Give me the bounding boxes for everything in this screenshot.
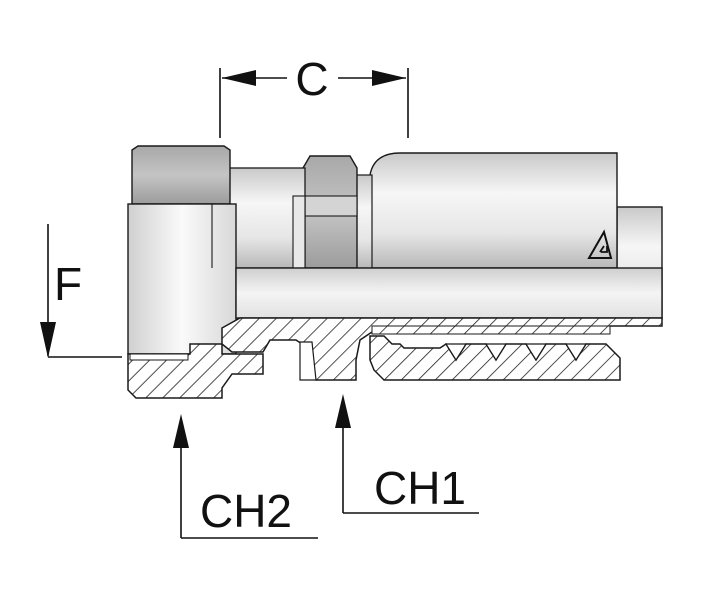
hex-ch1-flat bbox=[302, 195, 358, 217]
swivel-nut-ch2-top bbox=[131, 145, 231, 205]
dim-c-arrow-right bbox=[372, 70, 406, 86]
triangle-logo-icon bbox=[587, 229, 613, 259]
ch2-arrow bbox=[173, 414, 189, 448]
body-neck bbox=[228, 167, 306, 269]
dimension-ch2: CH2 bbox=[173, 414, 318, 539]
serrations bbox=[444, 343, 588, 362]
dimension-f: F bbox=[40, 224, 122, 358]
dimension-c: C bbox=[219, 53, 409, 138]
tube-wall-section bbox=[371, 325, 611, 335]
neck-shoulder bbox=[292, 195, 306, 269]
ch1-arrow bbox=[335, 394, 351, 428]
fitting-section bbox=[127, 317, 663, 399]
nut-relief bbox=[129, 353, 189, 361]
ch2-label: CH2 bbox=[200, 485, 292, 537]
bore-band bbox=[235, 267, 663, 319]
groove-gap bbox=[299, 341, 317, 381]
dim-c-arrow-left bbox=[222, 70, 256, 86]
ferrule-sleeve bbox=[369, 152, 618, 269]
dim-c-label: C bbox=[295, 53, 328, 105]
body-section bbox=[221, 317, 663, 381]
swivel-nut-ch2-face bbox=[127, 203, 237, 355]
fitting-exterior bbox=[127, 145, 663, 355]
dim-f-arrow bbox=[40, 322, 56, 358]
dimension-ch1: CH1 bbox=[335, 394, 479, 514]
dim-f-label: F bbox=[54, 258, 82, 310]
ch1-label: CH1 bbox=[374, 462, 466, 514]
